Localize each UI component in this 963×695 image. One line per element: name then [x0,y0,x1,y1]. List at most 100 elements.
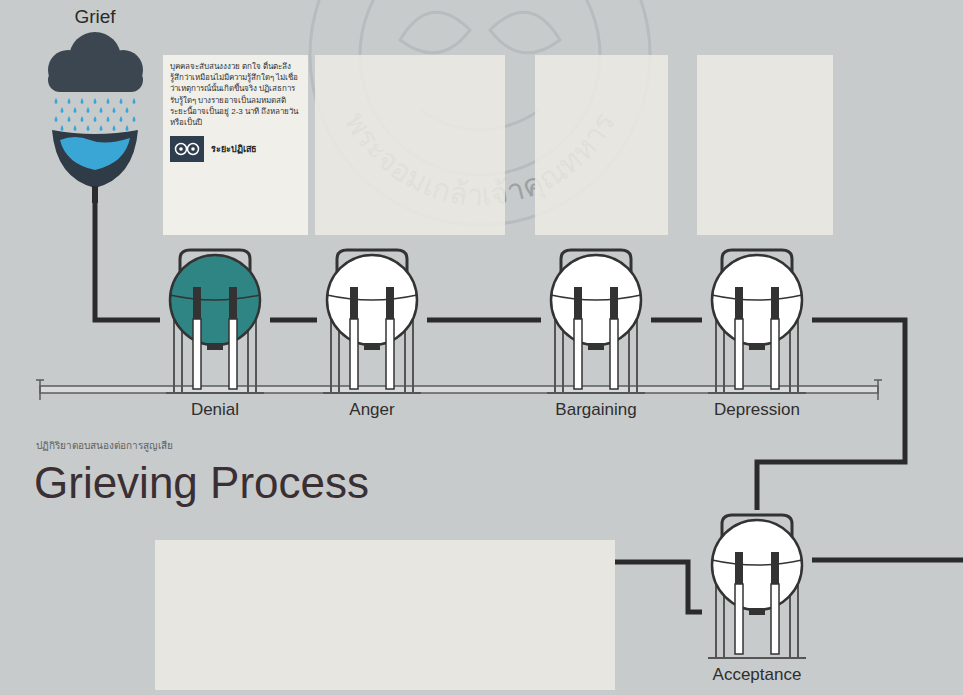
drawing-circle [712,255,802,345]
drawing-rect [386,287,394,319]
drawing-rect [749,343,765,350]
tank-drawing [317,245,427,395]
drawing-rect [749,608,765,615]
platform-rail [36,380,882,400]
drawing-rect [771,319,779,389]
drawing-circle [176,144,187,155]
drawing-rect [574,319,582,389]
drawing-rect [735,552,743,584]
drawing-path [113,107,116,113]
drawing-path [547,392,645,394]
subtitle-note: ปฏิกิริยาตอบสนองต่อการสูญเสีย [36,438,173,453]
drawing-path [61,125,64,131]
drawing-rect [771,552,779,584]
drawing-path [615,562,702,612]
drawing-rect [697,55,833,235]
drawing-path [36,380,882,400]
pipe-connector [270,318,317,323]
drawing-path [60,137,130,170]
drawing-rect [315,55,505,235]
blank-panels [155,55,833,690]
stage-label: Depression [702,399,812,421]
drawing-rect [610,319,618,389]
pipe-connector [651,318,702,323]
drawing-path [107,116,110,122]
drawing-path [100,125,103,131]
stage-description: บุคคลจะสับสนงงงวย ตกใจ ตื่นตะลึง รู้สึกว… [170,61,301,128]
drawing-path [126,107,129,113]
drawing-path [323,392,421,394]
drawing-path [400,12,470,53]
drawing-path [52,130,138,188]
drawing-rect [735,584,743,654]
drawing-path [74,107,77,113]
tank-drawing [541,245,651,395]
drawing-circle [179,147,183,151]
drawing-rect [588,343,604,350]
drawing-circle [191,147,195,151]
stage-row: ระยะปฏิเสธ [170,136,301,162]
drawing-rect [535,55,668,235]
drawing-rect [229,319,237,389]
drawing-rect [40,386,878,393]
drawing-circle [170,255,260,345]
drawing-path [113,125,116,131]
diagram-title: Grieving Process [34,458,369,508]
drawing-path [133,98,136,104]
drawing-rect [364,343,380,350]
drawing-path [812,558,963,563]
tank-drawing [702,245,812,395]
drawing-path [166,392,264,394]
drawing-circle [327,255,417,345]
tank-node: Denial [160,245,270,421]
drawing-path [490,12,560,53]
stage-label: Denial [160,399,270,421]
drawing-path [94,98,97,104]
drawing-rect [350,287,358,319]
drawing-path [81,116,84,122]
tank-node: Bargaining [541,245,651,421]
drawing-path [74,125,77,131]
info-panel: บุคคลจะสับสนงงงวย ตกใจ ตื่นตะลึง รู้สึกว… [163,55,308,235]
drawing-g [55,98,136,131]
drawing-path [100,107,103,113]
stage-label: Bargaining [541,399,651,421]
drawing-rect [771,287,779,319]
tank-drawing [702,510,812,660]
drawing-path [712,295,802,300]
drawing-path [55,98,58,104]
drawing-rect [350,319,358,389]
drawing-path [68,98,71,104]
drawing-rect [155,540,615,690]
drawing-rect [207,343,223,350]
drawing-circle [188,144,199,155]
tank-node: Anger [317,245,427,421]
tank-node: Acceptance [702,510,812,686]
stage-name: ระยะปฏิเสธ [211,142,256,156]
drawing-path [327,295,417,300]
drawing-path [81,98,84,104]
pipe-connector [427,318,541,323]
drawing-rect [229,287,237,319]
drawing-path [551,295,641,300]
drawing-path [712,560,802,565]
drawing-path [133,116,136,122]
drawing-rect [48,68,143,92]
drawing-path [94,116,97,122]
drawing-path [708,657,806,659]
drawing-path [87,125,90,131]
pipe-connector [95,203,160,320]
rain-cloud-icon [30,28,160,203]
drawing-path [61,107,64,113]
eyes-icon [170,136,204,162]
drawing-path [708,392,806,394]
drawing-rect [170,136,204,162]
drawing-path [87,107,90,113]
drawing-path [68,116,71,122]
drawing-circle [712,520,802,610]
grief-node: Grief [30,6,160,203]
drawing-g [48,32,143,92]
node-title: Grief [30,6,160,28]
drawing-path [55,116,58,122]
stage-label: Acceptance [702,664,812,686]
